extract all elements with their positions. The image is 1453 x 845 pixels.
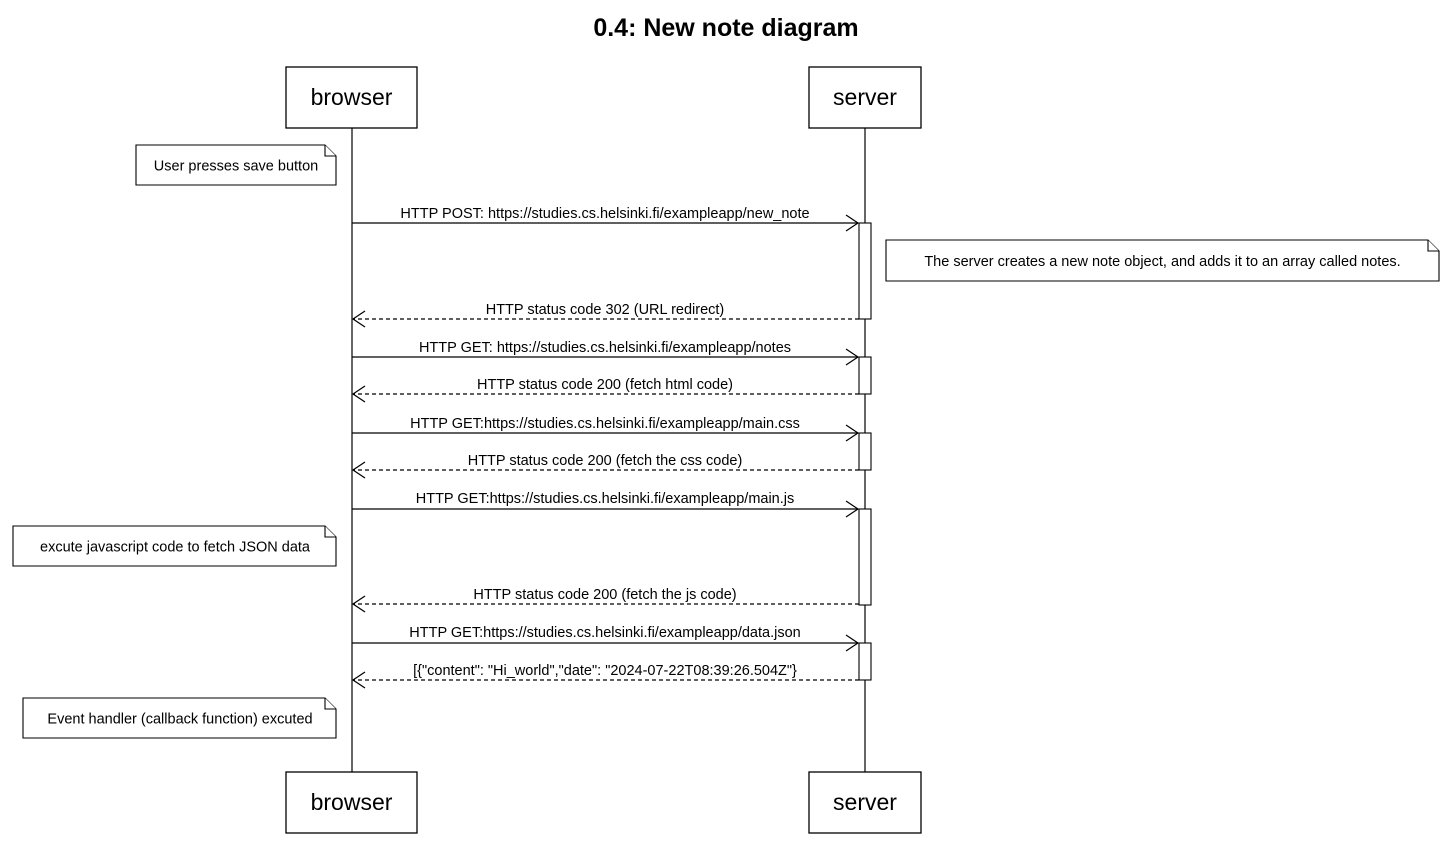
arrowhead: [351, 671, 366, 689]
note-user-presses-save: User presses save button: [135, 144, 337, 186]
message-get-notes: HTTP GET: https://studies.cs.helsinki.fi…: [352, 340, 860, 366]
server-activations: [858, 222, 872, 681]
message-status-302: HTTP status code 302 (URL redirect): [351, 302, 859, 328]
arrowhead: [845, 634, 860, 652]
note-execute-javascript: excute javascript code to fetch JSON dat…: [12, 525, 337, 567]
message-label: HTTP GET:https://studies.cs.helsinki.fi/…: [409, 625, 800, 641]
participant-browser-label: browser: [311, 789, 393, 815]
participant-browser-label: browser: [311, 84, 393, 110]
participant-server-label: server: [833, 84, 897, 110]
note-text: The server creates a new note object, an…: [924, 254, 1400, 270]
arrowhead: [351, 310, 366, 328]
activation-bar: [858, 432, 872, 471]
message-label: HTTP POST: https://studies.cs.helsinki.f…: [400, 206, 809, 222]
note-text: excute javascript code to fetch JSON dat…: [40, 540, 311, 556]
message-label: HTTP GET:https://studies.cs.helsinki.fi/…: [410, 416, 800, 432]
activation-bar: [858, 508, 872, 606]
activation-bar: [858, 222, 872, 320]
message-get-main-css: HTTP GET:https://studies.cs.helsinki.fi/…: [352, 416, 860, 442]
activation-bar: [858, 356, 872, 395]
participant-server-bottom: server: [808, 771, 922, 834]
participant-server-label: server: [833, 789, 897, 815]
note-server-creates: The server creates a new note object, an…: [885, 239, 1440, 282]
message-label: HTTP status code 200 (fetch html code): [477, 377, 733, 393]
message-label: HTTP status code 200 (fetch the js code): [473, 587, 736, 603]
note-text: User presses save button: [154, 159, 318, 175]
message-status-200-js: HTTP status code 200 (fetch the js code): [351, 587, 859, 613]
diagram-title: 0.4: New note diagram: [593, 14, 858, 42]
arrowhead: [351, 461, 366, 479]
message-label: [{"content": "Hi_world","date": "2024-07…: [413, 663, 797, 679]
message-get-data-json: HTTP GET:https://studies.cs.helsinki.fi/…: [352, 625, 860, 652]
arrowhead: [845, 214, 860, 232]
message-label: HTTP status code 200 (fetch the css code…: [468, 453, 743, 469]
message-status-200-html: HTTP status code 200 (fetch html code): [351, 377, 859, 403]
activation-bar: [858, 642, 872, 681]
message-label: HTTP GET:https://studies.cs.helsinki.fi/…: [416, 491, 795, 507]
arrowhead: [845, 424, 860, 442]
participant-server-top: server: [808, 66, 922, 129]
arrowhead: [845, 500, 860, 518]
message-label: HTTP GET: https://studies.cs.helsinki.fi…: [419, 340, 791, 356]
message-status-200-css: HTTP status code 200 (fetch the css code…: [351, 453, 859, 479]
message-json-response: [{"content": "Hi_world","date": "2024-07…: [351, 663, 859, 689]
note-text: Event handler (callback function) excute…: [47, 712, 312, 728]
arrowhead: [351, 385, 366, 403]
arrowhead: [351, 595, 366, 613]
note-event-handler: Event handler (callback function) excute…: [22, 697, 337, 739]
message-label: HTTP status code 302 (URL redirect): [486, 302, 725, 318]
arrowhead: [845, 348, 860, 366]
message-post-new-note: HTTP POST: https://studies.cs.helsinki.f…: [352, 206, 860, 232]
participant-browser-top: browser: [285, 66, 418, 129]
message-get-main-js: HTTP GET:https://studies.cs.helsinki.fi/…: [352, 491, 860, 518]
participant-browser-bottom: browser: [285, 771, 418, 834]
